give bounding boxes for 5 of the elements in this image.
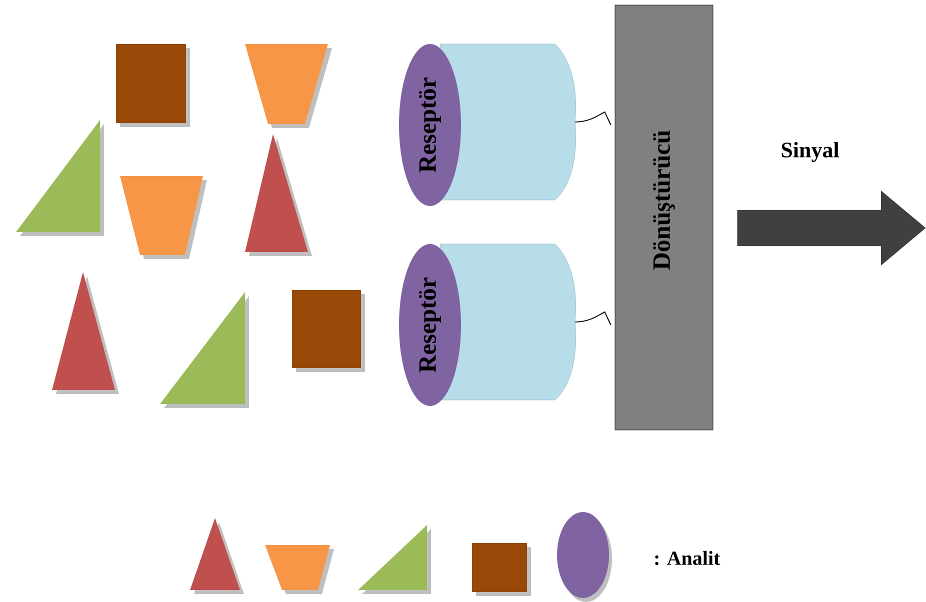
connector-line: [574, 312, 612, 326]
connector-line: [574, 112, 612, 126]
transducer-box: Dönüştürücü: [614, 4, 714, 430]
key-label: : Analit: [655, 550, 720, 566]
edge-label: Sinyal: [782, 142, 839, 162]
